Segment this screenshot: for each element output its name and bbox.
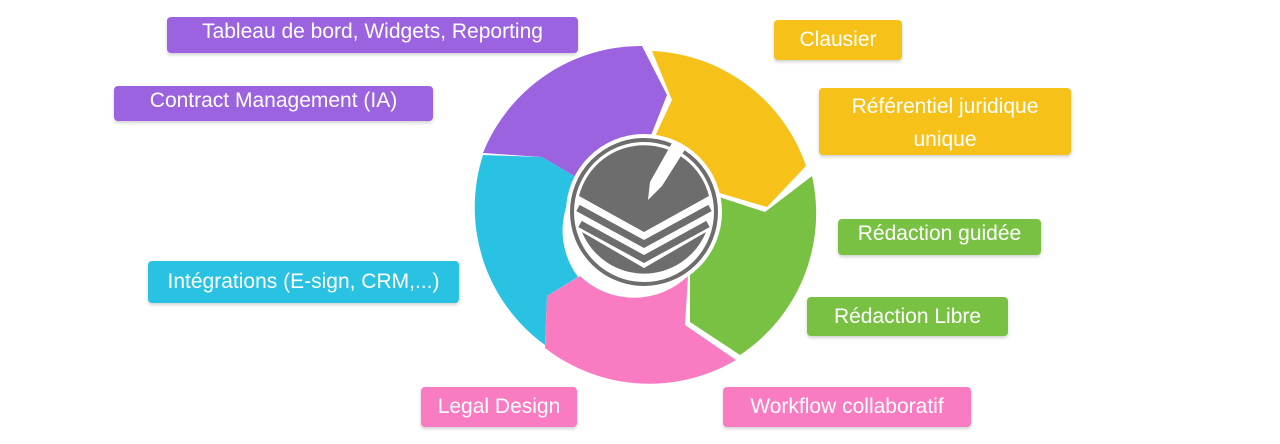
label-clausier: Clausier: [774, 20, 902, 60]
label-contract-management: Contract Management (IA): [114, 86, 433, 121]
label-reporting: Tableau de bord, Widgets, Reporting: [167, 17, 578, 53]
label-legal-design: Legal Design: [421, 387, 577, 427]
center-ring: [570, 138, 718, 286]
label-integrations: Intégrations (E-sign, CRM,...): [148, 261, 459, 303]
segment-green: [690, 176, 817, 355]
label-referentiel: Référentiel juridique unique: [819, 88, 1071, 155]
label-redaction-libre: Rédaction Libre: [807, 297, 1008, 336]
pen-nib-layers-logo-icon: [576, 143, 712, 274]
label-redaction-guidee: Rédaction guidée: [838, 219, 1041, 255]
segment-cyan: [474, 155, 581, 345]
label-workflow: Workflow collaboratif: [723, 387, 971, 427]
segment-pink: [545, 276, 736, 384]
segment-yellow: [651, 51, 806, 207]
